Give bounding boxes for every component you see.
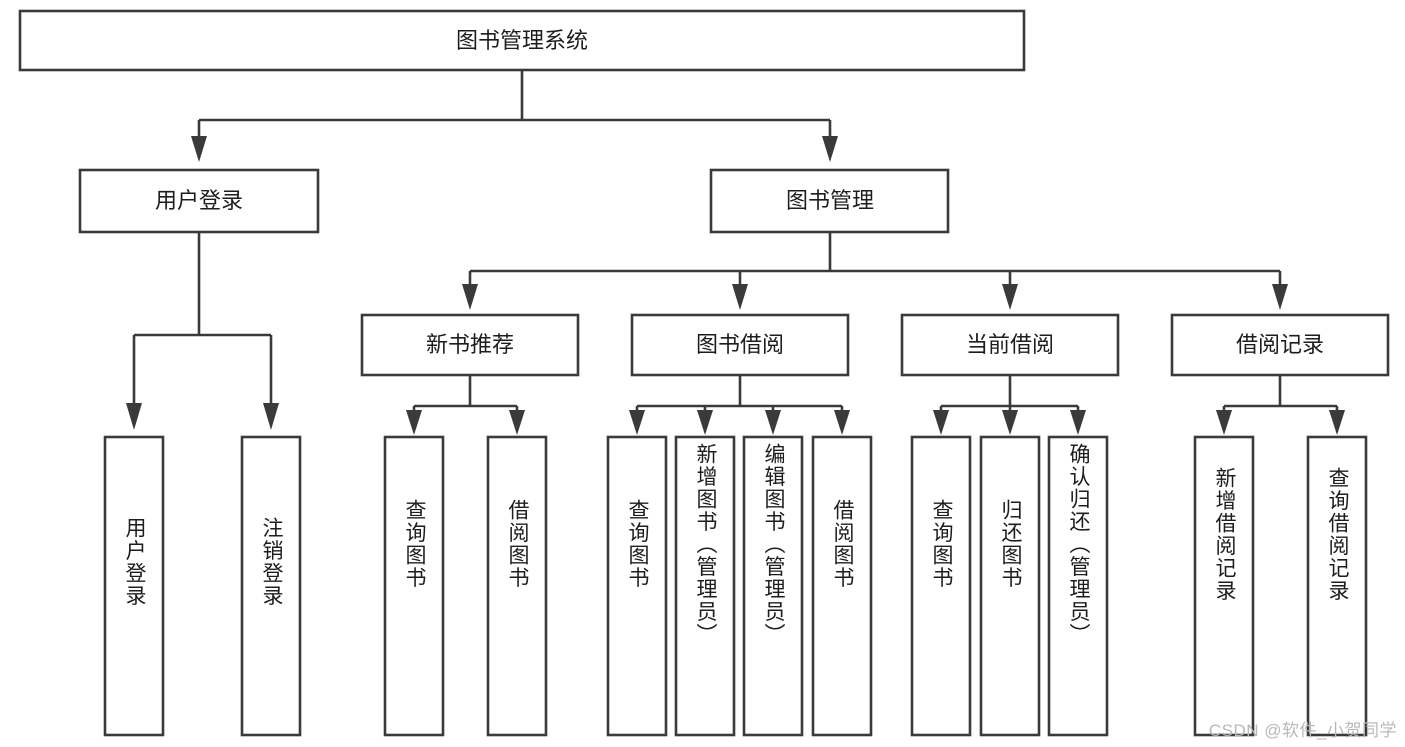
leaf-box-current-borrow-1[interactable] xyxy=(910,435,972,737)
edge-group-book-borrow-to-leaves xyxy=(629,375,850,435)
leaf-boxes-current-borrow xyxy=(910,435,1109,737)
leaf-box-current-borrow-3[interactable] xyxy=(1047,435,1109,737)
node-book-borrow-label: 图书借阅 xyxy=(696,332,784,357)
arrow-current-borrow-leaf-1 xyxy=(933,410,949,435)
arrow-book-mgmt-record xyxy=(1272,284,1288,310)
node-borrow-record[interactable]: 借阅记录 xyxy=(1170,313,1390,377)
edge-group-book-mgmt-to-level3 xyxy=(462,232,1288,310)
arrow-root-to-user-login xyxy=(191,136,207,162)
leaf-boxes-borrow-record xyxy=(1193,435,1368,737)
edge-group-root-to-level2 xyxy=(191,70,838,162)
watermark-text: CSDN @软件_小贺同学 xyxy=(1208,721,1397,740)
node-book-borrow-box[interactable] xyxy=(630,313,850,377)
node-new-book-recommend-label: 新书推荐 xyxy=(426,332,514,357)
arrow-book-borrow-leaf-2 xyxy=(697,410,713,435)
node-root[interactable]: 图书管理系统 xyxy=(18,9,1026,72)
arrow-user-login-leaf-1 xyxy=(126,403,142,430)
leaf-box-current-borrow-2[interactable] xyxy=(979,435,1041,737)
leaf-boxes-user-login xyxy=(103,435,302,737)
node-user-login-label: 用户登录 xyxy=(155,188,243,213)
node-user-login[interactable]: 用户登录 xyxy=(78,168,320,234)
node-root-box[interactable] xyxy=(18,9,1026,72)
arrow-user-login-leaf-2 xyxy=(263,403,279,430)
node-borrow-record-box[interactable] xyxy=(1170,313,1390,377)
node-user-login-box[interactable] xyxy=(78,168,320,234)
edge-group-new-book-to-leaves xyxy=(406,375,525,435)
leaf-box-book-borrow-4[interactable] xyxy=(811,435,873,737)
node-current-borrow-box[interactable] xyxy=(900,313,1120,377)
arrow-book-borrow-leaf-3 xyxy=(765,410,781,435)
leaf-boxes-new-book-recommend xyxy=(383,435,548,737)
leaf-box-new-book-1[interactable] xyxy=(383,435,445,737)
arrow-current-borrow-leaf-3 xyxy=(1070,410,1086,435)
leaf-box-new-book-2[interactable] xyxy=(486,435,548,737)
node-book-management-box[interactable] xyxy=(709,168,950,234)
arrow-current-borrow-leaf-2 xyxy=(1002,410,1018,435)
edge-group-current-borrow-to-leaves xyxy=(933,375,1086,435)
arrow-book-mgmt-new-book xyxy=(462,284,478,310)
node-borrow-record-label: 借阅记录 xyxy=(1236,332,1324,357)
node-new-book-recommend-box[interactable] xyxy=(360,313,580,377)
arrow-book-mgmt-current xyxy=(1002,284,1018,310)
node-new-book-recommend[interactable]: 新书推荐 xyxy=(360,313,580,377)
arrow-book-borrow-leaf-4 xyxy=(834,410,850,435)
leaf-boxes-book-borrow xyxy=(606,435,873,737)
arrow-book-borrow-leaf-1 xyxy=(629,410,645,435)
node-book-management-label: 图书管理 xyxy=(786,188,874,213)
arrow-borrow-record-leaf-1 xyxy=(1216,410,1232,435)
arrow-root-to-book-mgmt xyxy=(822,136,838,162)
leaf-box-user-login-1[interactable] xyxy=(103,435,165,737)
node-book-management[interactable]: 图书管理 xyxy=(709,168,950,234)
arrow-new-book-leaf-2 xyxy=(509,410,525,435)
edge-group-user-login-to-leaves xyxy=(126,232,279,430)
arrow-book-mgmt-borrow xyxy=(732,284,748,310)
leaf-box-borrow-record-1[interactable] xyxy=(1193,435,1255,737)
node-book-borrow[interactable]: 图书借阅 xyxy=(630,313,850,377)
leaf-box-user-login-2[interactable] xyxy=(240,435,302,737)
node-current-borrow[interactable]: 当前借阅 xyxy=(900,313,1120,377)
node-root-label: 图书管理系统 xyxy=(456,28,588,53)
arrow-borrow-record-leaf-2 xyxy=(1329,410,1345,435)
leaf-box-book-borrow-1[interactable] xyxy=(606,435,668,737)
node-current-borrow-label: 当前借阅 xyxy=(966,332,1054,357)
arrow-new-book-leaf-1 xyxy=(406,410,422,435)
edge-group-borrow-record-to-leaves xyxy=(1216,375,1345,435)
leaf-box-borrow-record-2[interactable] xyxy=(1306,435,1368,737)
leaf-box-book-borrow-2[interactable] xyxy=(674,435,736,737)
leaf-box-book-borrow-3[interactable] xyxy=(742,435,804,737)
